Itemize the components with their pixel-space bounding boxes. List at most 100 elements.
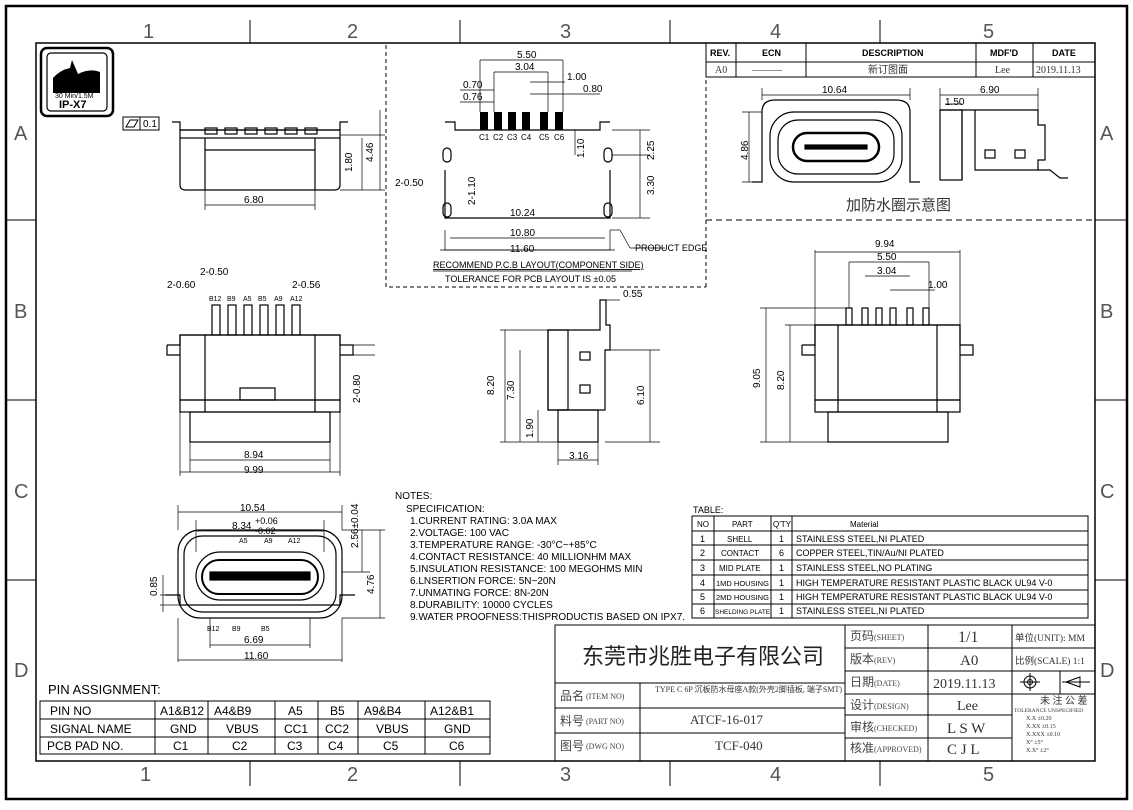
tolerance-row: X.X° ±2° [1026,747,1049,754]
outer-border [4,4,1129,801]
rev-value: ——— [751,65,783,76]
rev-value: A0 [960,653,978,669]
note-item: 8.DURABILITY: 10000 CYCLES [410,600,553,611]
dim-sv-730: 7.30 [506,380,517,400]
tb-label-en: (DESIGN) [874,702,909,711]
note-item: 2.VOLTAGE: 100 VAC [410,528,509,539]
pa-cell: A1&B12 [160,704,204,718]
date-value: 2019.11.13 [933,677,995,692]
dim-sk-669: 6.69 [244,635,264,646]
rev-header: DATE [1052,48,1076,58]
col-number: 5 [983,21,994,43]
material-table-title: TABLE: [693,505,723,515]
mt-cell: MID PLATE [719,564,761,573]
tolerance-title: 未 注 公 差 [1040,694,1088,707]
dim-pcb-550: 5.50 [517,50,537,61]
mt-cell: 1 [779,592,784,602]
rev-value: A0 [715,65,727,76]
water-drop-icon [53,60,100,93]
mt-cell: STAINLESS STEEL,NO PLATING [796,563,932,573]
tb-label-en: (SHEET) [874,633,905,642]
dim-sv-820: 8.20 [486,375,497,395]
back-view [760,250,974,443]
col-number: 4 [770,764,781,786]
col-number: 2 [347,764,358,786]
rev-header: ECN [762,48,781,58]
logo-line1: 30 Min/1.5M [55,93,94,100]
title-labels: 品名 (ITEM NO) 料号 (PART NO) 图号 (DWG NO) 页码… [560,629,922,755]
pcb-layout-title: RECOMMEND P.C.B LAYOUT(COMPONENT SIDE) [433,260,644,270]
sk-pin-label: A9 [264,538,273,545]
row-letter: C [1100,481,1114,503]
dim-bv-056: 2-0.56 [292,280,321,291]
pa-cell: VBUS [226,722,259,736]
rev-header: DESCRIPTION [862,48,924,58]
mt-cell: HIGH TEMPERATURE RESISTANT PLASTIC BLACK… [796,578,1052,588]
pcb-layout-view [385,45,1093,288]
dim-pcb-2-050: 2-0.50 [395,178,424,189]
note-item: 9.WATER PROOFNESS:THISPRODUCTIS BASED ON… [410,612,685,623]
pa-cell: GND [444,722,471,736]
mt-cell: 1MD HOUSING [716,579,769,588]
bottom-view-pins: B12 B9 A5 B5 A9 A12 [209,296,303,303]
material-table [691,515,1089,619]
design-value: Lee [957,699,978,714]
notes-title: NOTES: [395,491,432,502]
col-number: 3 [560,764,571,786]
company-name: 东莞市兆胜电子有限公司 [582,644,824,669]
sheet-value: 1/1 [958,629,978,646]
tb-label: 核准 [850,741,874,755]
tb-label: 图号 [560,739,584,753]
pa-cell: GND [170,722,197,736]
pa-cell: A9&B4 [364,704,402,718]
pa-cell: A12&B1 [430,704,474,718]
col-number: 1 [140,764,151,786]
mt-cell: CONTACT [721,549,759,558]
pa-cell: B5 [330,704,345,718]
col-number: 3 [560,21,571,43]
dim-pcb-080: 0.80 [583,84,603,95]
dim-sk-tol-plus: +0.06 [255,516,278,526]
pa-cell: C3 [287,739,303,753]
dim-wp-486: 4.86 [740,140,751,160]
note-item: 4.CONTACT RESISTANCE: 40 MILLIONHM MAX [410,552,631,563]
pa-cell: A5 [288,704,303,718]
mt-cell: 1 [779,578,784,588]
approved-value: C J L [947,742,980,758]
dwg-no-value: TCF-040 [715,738,763,753]
mt-cell: 2 [700,548,705,558]
dim-pcb-2-110: 2-1.10 [467,176,478,205]
bottom-view [166,304,375,476]
tb-label-en: (REV) [874,656,896,665]
waterproof-view [742,88,1068,183]
pcb-dims: 5.50 3.04 1.00 0.80 0.70 0.76 [463,50,603,103]
dim-sv-190: 1.90 [525,418,536,438]
ipx7-logo: 30 Min/1.5M IP-X7 [39,46,115,118]
inner-border [35,42,1096,762]
mt-cell: 6 [700,606,705,616]
sk-pin-label: B9 [232,626,241,633]
notes: NOTES: SPECIFICATION: 1.CURRENT RATING: … [395,491,685,623]
col-number: 2 [347,21,358,43]
dim-sk-476: 4.76 [366,574,377,594]
sk-pin-label: B12 [207,626,220,633]
col-number: 1 [143,21,154,43]
row-letter: A [14,123,28,145]
pa-cell: C2 [232,739,248,753]
mt-cell: SHELDING PLATE [715,609,771,616]
tb-label-en: (ITEM NO) [586,692,625,701]
dim-sv-610: 6.10 [636,385,647,405]
unit-value: 单位(UNIT): MM [1015,632,1085,644]
row-letter: B [14,301,27,323]
mt-header: Q'TY [773,520,792,529]
dim-pcb-304: 3.04 [515,62,535,73]
pa-cell: C5 [383,739,399,753]
tb-label-en: (CHECKED) [874,724,917,733]
dim-pcb-1160: 11.60 [510,244,535,255]
dim-pcb-070: 0.70 [463,80,483,91]
note-item: 1.CURRENT RATING: 3.0A MAX [410,516,557,527]
notes-subtitle: SPECIFICATION: [406,504,485,515]
pcb-pin-label: C4 [521,133,532,142]
pcb-pin-label: C6 [554,133,565,142]
mt-cell: STAINLESS STEEL,NI PLATED [796,606,925,616]
